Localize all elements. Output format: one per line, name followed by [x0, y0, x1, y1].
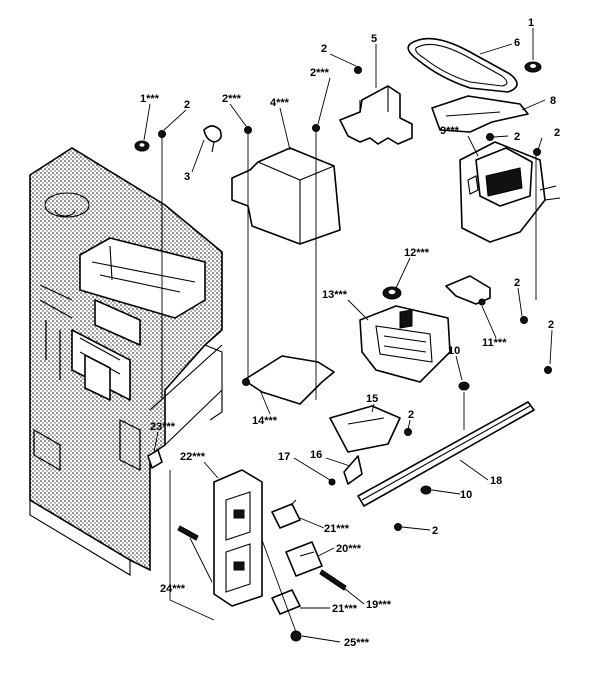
callout-22: 22*** — [180, 451, 206, 463]
bracket-part-5 — [339, 85, 413, 145]
callout-2-i: 2 — [408, 409, 414, 421]
callout-10-b: 10 — [460, 489, 472, 501]
switch-bracket-part-22 — [213, 469, 263, 607]
nut-part-1-left — [134, 140, 150, 152]
callout-1: 1 — [528, 17, 534, 29]
callout-3: 3 — [184, 171, 190, 183]
callout-2-a: 2 — [321, 43, 327, 55]
callout-8: 8 — [550, 95, 556, 107]
callout-5: 5 — [371, 33, 377, 45]
callout-13: 13*** — [322, 289, 348, 301]
callout-16: 16 — [310, 449, 322, 461]
plate-part-14 — [242, 355, 335, 405]
callout-9: 9*** — [440, 125, 460, 137]
callout-24: 24*** — [160, 583, 186, 595]
grommet-part-10 — [420, 381, 470, 495]
antenna-part-12 — [382, 286, 402, 300]
callout-2-b: 2*** — [310, 67, 330, 79]
magnetron-part-13 — [359, 305, 451, 383]
callout-18: 18 — [490, 475, 502, 487]
callout-11: 11*** — [482, 337, 507, 349]
callout-21-a: 21*** — [324, 523, 350, 535]
callout-6: 6 — [514, 37, 520, 49]
callout-25: 25*** — [344, 637, 370, 649]
callout-2-j: 2 — [432, 525, 438, 537]
callout-23: 23*** — [150, 421, 176, 433]
switch-assembly-part-9 — [459, 141, 561, 243]
callout-20: 20*** — [336, 543, 362, 555]
rail-part-18 — [357, 401, 535, 507]
callout-15: 15 — [366, 393, 378, 405]
cabinet-frame — [29, 147, 223, 576]
duct-cover-part-4 — [231, 147, 341, 245]
bracket-part-11 — [445, 275, 491, 306]
callout-2-c: 2 — [184, 99, 190, 111]
pin-part-19 — [319, 569, 347, 591]
belt-part-6 — [407, 37, 518, 93]
callout-17: 17 — [278, 451, 290, 463]
callout-12: 12*** — [404, 247, 430, 259]
bracket-part-16 — [343, 455, 363, 485]
callout-2-e: 2 — [514, 131, 520, 143]
callout-10-a: 10 — [448, 345, 460, 357]
callout-21-b: 21*** — [332, 603, 358, 615]
callout-19: 19*** — [366, 599, 392, 611]
screw-part-24 — [177, 525, 199, 541]
callout-14: 14*** — [252, 415, 278, 427]
screw-part-17 — [328, 478, 336, 486]
callout-1-b: 1*** — [140, 93, 160, 105]
callout-2-d: 2*** — [222, 93, 242, 105]
clip-part-3 — [203, 125, 222, 153]
callout-4: 4*** — [270, 97, 290, 109]
screw-part-25 — [290, 630, 302, 642]
screws-top — [158, 66, 552, 531]
clip-part-23 — [147, 449, 163, 469]
switch-part-20 — [285, 541, 323, 577]
callout-labels: 1 6 5 2 2*** 8 1*** 2 2*** 4*** 9*** 2 2… — [140, 17, 560, 649]
switch-part-21-lower — [271, 589, 301, 615]
guide-part-15 — [329, 405, 401, 453]
callout-2-g: 2 — [514, 277, 520, 289]
callout-2-h: 2 — [548, 319, 554, 331]
strap-part-8 — [431, 95, 529, 133]
switch-part-21-upper — [271, 499, 301, 529]
callout-2-f: 2 — [554, 127, 560, 139]
nut-part-1 — [524, 61, 542, 73]
leader-lines — [143, 28, 553, 643]
